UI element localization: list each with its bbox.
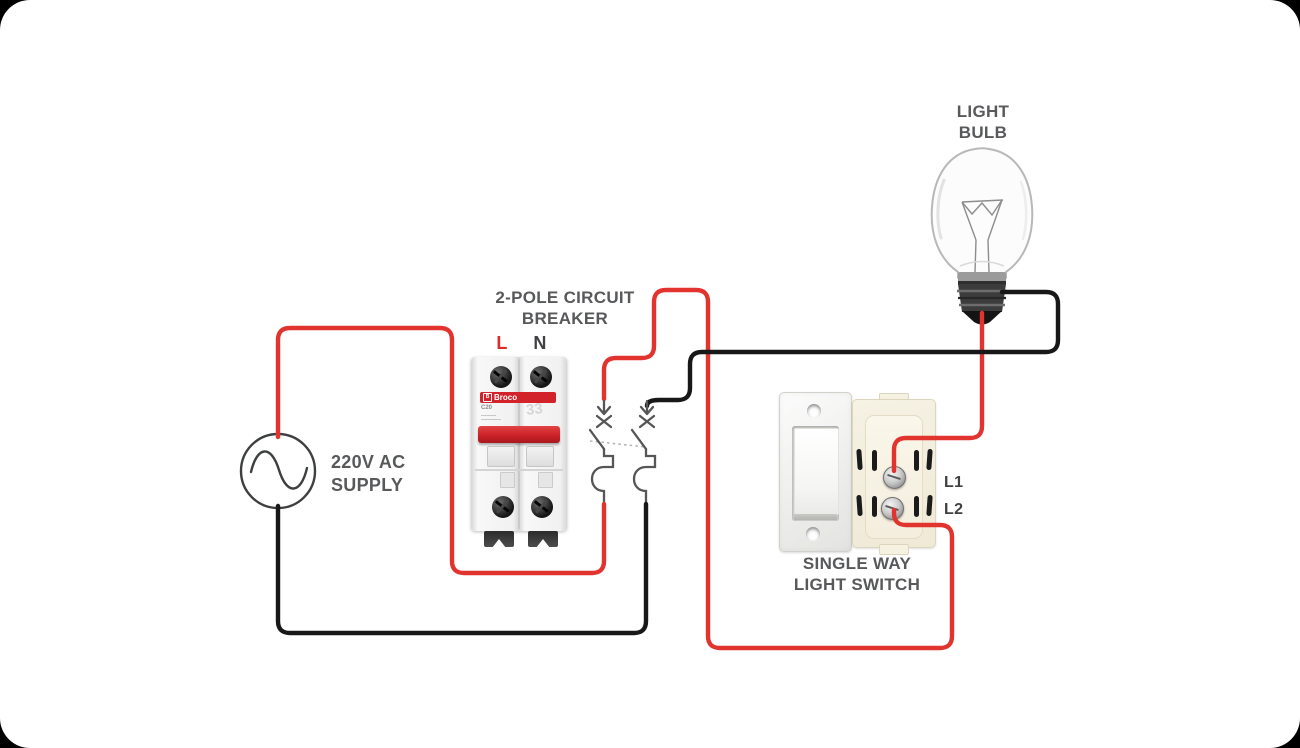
breaker-terminal-screw-icon: [530, 366, 552, 388]
breaker-latch-plate: [526, 446, 554, 467]
switch-label: SINGLE WAY LIGHT SWITCH: [766, 553, 948, 595]
breaker-schematic-symbol: [588, 428, 657, 505]
breaker-terminal-screw-icon: [492, 496, 514, 518]
breaker-seam: [475, 469, 563, 471]
supply-label: 220V AC SUPPLY: [331, 451, 405, 497]
switch-terminal-l1-screw: [883, 466, 906, 489]
switch-terminal-l1-label: L1: [944, 474, 964, 491]
breaker-body: B Broco C20 33: [471, 357, 567, 531]
breaker-latch-plate: [487, 446, 515, 467]
bulb-contact-tip: [962, 311, 1002, 325]
switch-rocker-recess: [792, 426, 839, 521]
supply-label-line2: SUPPLY: [331, 475, 404, 495]
breaker-linkage-dashed-line: [589, 440, 647, 448]
breaker-pole1-trip-element: [590, 447, 615, 505]
bulb-filament: [961, 199, 1004, 273]
breaker-din-clip: [484, 531, 514, 548]
breaker-terminal-screw-icon: [531, 496, 553, 518]
bulb-glass: [930, 147, 1034, 279]
circuit-breaker-photo: B Broco C20 33: [471, 357, 567, 549]
bulb-label: LIGHT BULB: [932, 101, 1034, 143]
neutral-terminal-label: N: [533, 333, 547, 353]
brand-name: Broco: [494, 393, 518, 402]
ac-source-symbol: [239, 432, 317, 510]
switch-screw-hole: [807, 404, 821, 418]
breaker-title-line1: 2-POLE CIRCUIT: [495, 288, 635, 307]
switch-terminal-l2-label: L2: [944, 501, 964, 518]
light-switch-back: [852, 393, 936, 555]
switch-vent-slot: [872, 450, 877, 471]
bulb-label-line2: BULB: [958, 123, 1008, 142]
switch-screw-hole: [806, 527, 820, 541]
switch-vent-slot: [872, 496, 877, 517]
breaker-fine-print: [481, 419, 501, 420]
switch-terminal-l2-screw: [881, 497, 904, 520]
sine-wave-icon: [249, 450, 309, 490]
breaker-title: 2-POLE CIRCUIT BREAKER: [464, 287, 666, 329]
switch-vent-slot: [914, 496, 919, 517]
switch-rocker: [794, 428, 839, 515]
switch-rocker-edge: [794, 514, 837, 520]
breaker-module-divider: [518, 359, 520, 529]
breaker-fine-print: [481, 415, 496, 416]
breaker-lower-tab: [538, 472, 553, 488]
light-switch-front: [779, 392, 852, 552]
breaker-pole1-lever: [588, 428, 606, 451]
bulb-label-line1: LIGHT: [956, 102, 1010, 121]
breaker-scribble-text: 33: [525, 400, 544, 419]
switch-label-line2: LIGHT SWITCH: [793, 575, 921, 594]
bulb-base-collar: [958, 272, 1006, 284]
breaker-input-arrows: [595, 399, 656, 429]
breaker-pole2-trip-element: [632, 447, 657, 505]
live-terminal-label: L: [496, 333, 508, 353]
breaker-terminal-screw-icon: [490, 366, 512, 388]
switch-label-line1: SINGLE WAY: [802, 554, 912, 573]
switch-vent-slot: [914, 450, 919, 471]
breaker-model-text: C20: [481, 405, 493, 411]
breaker-brand-banner: B Broco: [480, 392, 556, 403]
contact-x-icon: [595, 414, 613, 429]
neutral-wire-supply-to-breaker: [275, 501, 649, 636]
arrow-down-icon: [639, 399, 655, 416]
light-bulb-illustration: [930, 147, 1034, 325]
contact-x-icon: [638, 414, 656, 429]
breaker-title-line2: BREAKER: [521, 309, 609, 328]
breaker-lower-tab: [500, 472, 515, 488]
breaker-toggle-handle: [478, 426, 560, 443]
supply-label-line1: 220V AC: [331, 452, 406, 472]
breaker-pole2-lever: [630, 428, 648, 451]
breaker-din-clip: [528, 531, 558, 548]
neutral-wire-bulb-to-breaker: [644, 289, 1061, 409]
bulb-screw-threads: [958, 284, 1006, 312]
arrow-down-icon: [596, 399, 612, 416]
brand-logo-icon: B: [483, 393, 492, 402]
